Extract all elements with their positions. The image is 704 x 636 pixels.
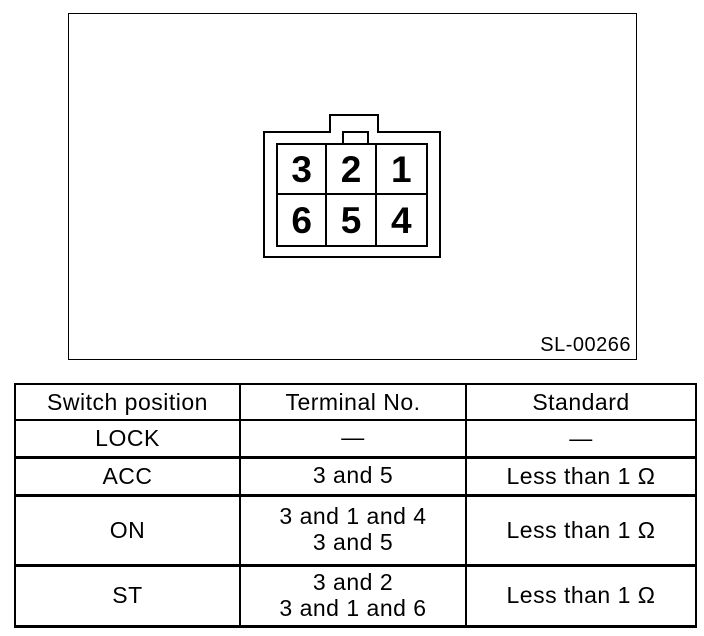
pin-cell-5: 5 xyxy=(327,195,377,245)
cell-switch-position: ST xyxy=(14,564,241,627)
connector-key-tab xyxy=(329,114,379,133)
connector-pin-grid: 3 2 1 6 5 4 xyxy=(276,143,428,247)
pin-cell-6: 6 xyxy=(278,195,328,245)
cell-terminal-no: 3 and 2 3 and 1 and 6 xyxy=(239,564,467,627)
cell-terminal-no: — xyxy=(239,419,467,459)
table-row-st: ST 3 and 2 3 and 1 and 6 Less than 1 Ω xyxy=(14,564,697,627)
cell-standard: Less than 1 Ω xyxy=(465,564,697,627)
figure-code-label: SL-00266 xyxy=(540,334,631,356)
pin-cell-4: 4 xyxy=(391,199,412,241)
continuity-table: Switch position Terminal No. Standard LO… xyxy=(14,383,697,628)
table-row-acc: ACC 3 and 5 Less than 1 Ω xyxy=(14,456,697,497)
table-header-row: Switch position Terminal No. Standard xyxy=(14,383,697,421)
pin-cell-2: 2 xyxy=(327,145,377,195)
pin-cell-3: 3 xyxy=(278,145,328,195)
table-row-on: ON 3 and 1 and 4 3 and 5 Less than 1 Ω xyxy=(14,494,697,567)
col-header-terminal-no: Terminal No. xyxy=(239,383,467,421)
cell-terminal-no: 3 and 5 xyxy=(239,456,467,497)
connector-key-tab-inner xyxy=(342,131,369,145)
connector-figure-box: 3 2 1 6 5 4 SL-00266 xyxy=(68,13,637,360)
table-row-lock: LOCK — — xyxy=(14,419,697,459)
cell-standard: Less than 1 Ω xyxy=(465,494,697,567)
col-header-switch-position: Switch position xyxy=(14,383,241,421)
col-header-standard: Standard xyxy=(465,383,697,421)
cell-terminal-no: 3 and 1 and 4 3 and 5 xyxy=(239,494,467,567)
cell-switch-position: ON xyxy=(14,494,241,567)
cell-standard: — xyxy=(465,419,697,459)
cell-switch-position: LOCK xyxy=(14,419,241,459)
pin-cell-1: 1 xyxy=(376,145,426,195)
cell-standard: Less than 1 Ω xyxy=(465,456,697,497)
cell-switch-position: ACC xyxy=(14,456,241,497)
